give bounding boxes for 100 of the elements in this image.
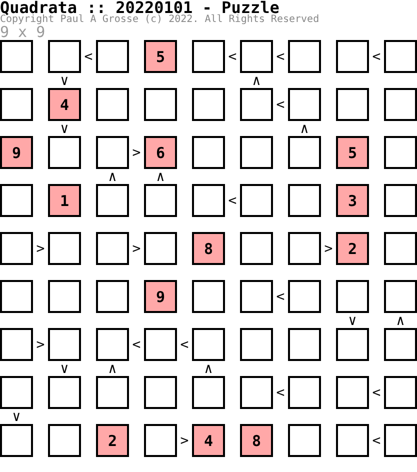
inequality-sign: ∨: [11, 408, 22, 424]
empty-cell: [0, 328, 33, 361]
given-number-cell: 4: [192, 424, 225, 457]
inequality-sign: >: [179, 432, 190, 448]
empty-cell: [0, 184, 33, 217]
inequality-sign: >: [35, 336, 46, 352]
empty-cell: [96, 328, 129, 361]
empty-cell: [144, 376, 177, 409]
empty-cell: [96, 88, 129, 121]
empty-cell: [96, 40, 129, 73]
empty-cell: [96, 136, 129, 169]
empty-cell: [0, 88, 33, 121]
inequality-sign: <: [371, 48, 382, 64]
empty-cell: [336, 328, 369, 361]
empty-cell: [144, 88, 177, 121]
inequality-sign: ∧: [107, 168, 118, 184]
empty-cell: [240, 376, 273, 409]
inequality-sign: >: [35, 240, 46, 256]
empty-cell: [48, 376, 81, 409]
given-number-cell: 1: [48, 184, 81, 217]
empty-cell: [96, 376, 129, 409]
given-number-cell: 8: [240, 424, 273, 457]
given-number-cell: 5: [144, 40, 177, 73]
given-number-cell: 8: [192, 232, 225, 265]
empty-cell: [288, 424, 321, 457]
inequality-sign: >: [323, 240, 334, 256]
empty-cell: [96, 280, 129, 313]
inequality-sign: <: [371, 432, 382, 448]
empty-cell: [384, 40, 417, 73]
given-number-cell: 2: [96, 424, 129, 457]
empty-cell: [144, 184, 177, 217]
empty-cell: [96, 184, 129, 217]
given-number-cell: 9: [0, 136, 33, 169]
empty-cell: [192, 184, 225, 217]
copyright-notice: Copyright Paul A Grosse (c) 2022. All Rights Reserved: [0, 14, 320, 25]
empty-cell: [336, 424, 369, 457]
given-number-cell: 6: [144, 136, 177, 169]
empty-cell: [48, 328, 81, 361]
empty-cell: [288, 232, 321, 265]
empty-cell: [384, 328, 417, 361]
empty-cell: [336, 376, 369, 409]
empty-cell: [288, 376, 321, 409]
empty-cell: [288, 40, 321, 73]
empty-cell: [336, 280, 369, 313]
inequality-sign: ∨: [347, 312, 358, 328]
given-number-cell: 3: [336, 184, 369, 217]
empty-cell: [384, 280, 417, 313]
inequality-sign: <: [227, 48, 238, 64]
empty-cell: [240, 88, 273, 121]
empty-cell: [336, 88, 369, 121]
inequality-sign: ∧: [203, 360, 214, 376]
empty-cell: [48, 280, 81, 313]
given-number-cell: 2: [336, 232, 369, 265]
empty-cell: [384, 424, 417, 457]
inequality-sign: ∨: [59, 120, 70, 136]
empty-cell: [240, 280, 273, 313]
empty-cell: [240, 40, 273, 73]
empty-cell: [288, 136, 321, 169]
empty-cell: [384, 376, 417, 409]
inequality-sign: <: [179, 336, 190, 352]
empty-cell: [288, 88, 321, 121]
empty-cell: [288, 280, 321, 313]
inequality-sign: <: [275, 384, 286, 400]
inequality-sign: <: [275, 48, 286, 64]
inequality-sign: <: [83, 48, 94, 64]
empty-cell: [0, 280, 33, 313]
empty-cell: [192, 40, 225, 73]
inequality-sign: <: [131, 336, 142, 352]
inequality-sign: <: [227, 192, 238, 208]
empty-cell: [240, 328, 273, 361]
empty-cell: [144, 424, 177, 457]
inequality-sign: ∧: [395, 312, 406, 328]
inequality-sign: >: [131, 144, 142, 160]
inequality-sign: >: [131, 240, 142, 256]
empty-cell: [192, 136, 225, 169]
empty-cell: [0, 376, 33, 409]
empty-cell: [48, 40, 81, 73]
empty-cell: [192, 376, 225, 409]
given-number-cell: 4: [48, 88, 81, 121]
empty-cell: [240, 136, 273, 169]
empty-cell: [0, 232, 33, 265]
empty-cell: [288, 184, 321, 217]
inequality-sign: ∨: [59, 72, 70, 88]
empty-cell: [48, 232, 81, 265]
empty-cell: [144, 328, 177, 361]
inequality-sign: <: [275, 96, 286, 112]
inequality-sign: ∧: [107, 360, 118, 376]
empty-cell: [240, 232, 273, 265]
empty-cell: [384, 88, 417, 121]
empty-cell: [192, 280, 225, 313]
inequality-sign: ∧: [155, 168, 166, 184]
inequality-sign: <: [371, 384, 382, 400]
empty-cell: [384, 136, 417, 169]
grid-size: 9 x 9: [0, 23, 46, 41]
given-number-cell: 5: [336, 136, 369, 169]
empty-cell: [0, 424, 33, 457]
inequality-sign: ∧: [299, 120, 310, 136]
inequality-sign: <: [275, 288, 286, 304]
empty-cell: [336, 40, 369, 73]
empty-cell: [384, 184, 417, 217]
